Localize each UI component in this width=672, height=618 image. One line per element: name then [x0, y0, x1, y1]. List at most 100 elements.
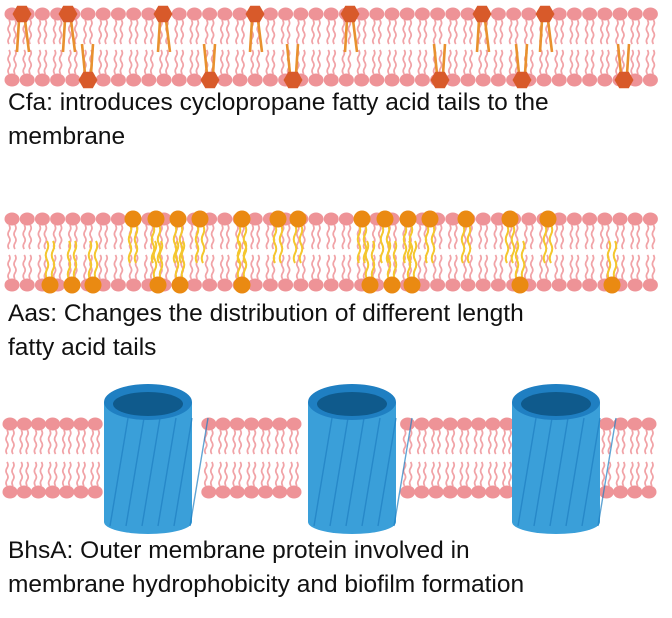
lipid-headgroup: [414, 485, 430, 499]
aas-headgroup: [289, 210, 307, 228]
cyclopropane-tail: [61, 19, 67, 53]
lipid-headgroup: [566, 7, 582, 21]
lipid-tail: [529, 49, 534, 75]
aas-tail: [200, 224, 206, 264]
aas-caption-line1: Aas: Changes the distribution of differe…: [8, 300, 524, 327]
lipid-headgroup: [485, 417, 501, 431]
lipid-tail: [341, 224, 346, 250]
lipid-headgroup: [4, 278, 20, 292]
aas-headgroup: [376, 210, 394, 228]
lipid-headgroup: [262, 7, 278, 21]
barrel-strand: [597, 417, 617, 527]
lipid-tail: [451, 429, 456, 455]
lipid-tail: [286, 224, 291, 250]
lipid-tail: [432, 254, 437, 280]
lipid-tail: [644, 461, 648, 487]
lipid-headgroup: [499, 485, 515, 499]
lipid-tail: [636, 254, 641, 280]
aas-tail: [242, 240, 248, 280]
lipid-tail: [601, 429, 606, 455]
lipid-tail: [629, 461, 634, 487]
lipid-tail: [159, 19, 163, 45]
lipid-headgroup: [217, 7, 233, 21]
lipid-tail: [13, 224, 17, 250]
aas-tail: [606, 240, 612, 280]
lipid-headgroup: [95, 212, 111, 226]
barrel-strand: [329, 417, 349, 527]
lipid-tail: [113, 19, 118, 45]
lipid-tail: [235, 19, 239, 45]
aas-tail: [504, 224, 510, 264]
lipid-headgroup: [110, 278, 126, 292]
lipid-tail: [174, 49, 179, 75]
aas-headgroup: [399, 210, 417, 228]
aas-tail: [158, 240, 164, 280]
cyclopropane-headgroup: [153, 5, 173, 23]
lipid-tail: [265, 224, 270, 250]
lipid-tail: [408, 429, 413, 455]
lipid-tail: [82, 429, 86, 455]
cyclopropane-tail: [202, 43, 209, 75]
lipid-tail: [402, 429, 407, 455]
lipid-headgroup: [95, 7, 111, 21]
lipid-headgroup: [612, 7, 628, 21]
cyclopropane-tail: [616, 43, 623, 75]
aas-headgroup: [361, 276, 379, 294]
lipid-tail: [317, 254, 321, 280]
lipid-tail: [584, 49, 589, 75]
lipid-headgroup: [442, 417, 458, 431]
lipid-tail: [590, 49, 595, 75]
aas-headgroup: [511, 276, 529, 294]
lipid-tail: [560, 19, 565, 45]
lipid-tail: [39, 461, 44, 487]
cfa-membrane-bilayer: [4, 5, 658, 89]
lipid-tail: [295, 19, 300, 45]
aas-tail: [152, 240, 158, 280]
lipid-tail: [599, 254, 604, 280]
lipid-headgroup: [597, 73, 613, 87]
lipid-tail: [539, 224, 543, 250]
lipid-tail: [143, 49, 148, 75]
cyclopropane-tail: [256, 19, 264, 53]
lipid-headgroup: [642, 212, 658, 226]
lipid-tail: [311, 19, 315, 45]
lipid-tail: [599, 19, 604, 45]
lipid-headgroup: [110, 212, 126, 226]
lipid-tail: [575, 49, 580, 75]
lipid-tail: [493, 461, 498, 487]
aas-headgroup: [421, 210, 439, 228]
lipid-tail: [219, 254, 224, 280]
aas-lipids: [41, 210, 621, 294]
lipid-tail: [119, 19, 124, 45]
lipid-headgroup: [456, 417, 472, 431]
lipid-headgroup: [229, 485, 245, 499]
lipid-tail: [241, 49, 245, 75]
lipid-tail: [332, 49, 337, 75]
lipid-tail: [499, 254, 504, 280]
lipid-tail: [645, 224, 650, 250]
lipid-tail: [599, 49, 604, 75]
lipid-headgroup: [551, 7, 567, 21]
lipid-tail: [431, 461, 435, 487]
lipid-headgroup: [243, 417, 259, 431]
lipid-headgroup: [521, 7, 537, 21]
lipid-tail: [203, 461, 208, 487]
cfa-panel: Cfa: introduces cyclopropane fatty acid …: [0, 0, 672, 160]
lipid-tail: [113, 49, 118, 75]
cyclopropane-tail: [538, 19, 544, 53]
lipid-tail: [22, 49, 27, 75]
bhsa-panel: BhsA: Outer membrane protein involved in…: [0, 380, 672, 618]
lipid-tail: [37, 19, 42, 45]
lipid-headgroup: [323, 7, 339, 21]
lipid-tail: [83, 19, 87, 45]
lipid-tail: [554, 254, 559, 280]
lipid-tail: [422, 429, 427, 455]
lipid-headgroup: [73, 485, 89, 499]
lipid-headgroup: [19, 212, 35, 226]
bhsa-caption-line1: BhsA: Outer membrane protein involved in: [8, 537, 470, 564]
lipid-headgroup: [490, 73, 506, 87]
lipid-tail: [377, 19, 382, 45]
lipid-tail: [280, 254, 285, 280]
lipid-tail: [128, 254, 133, 280]
lipid-tail: [484, 224, 489, 250]
